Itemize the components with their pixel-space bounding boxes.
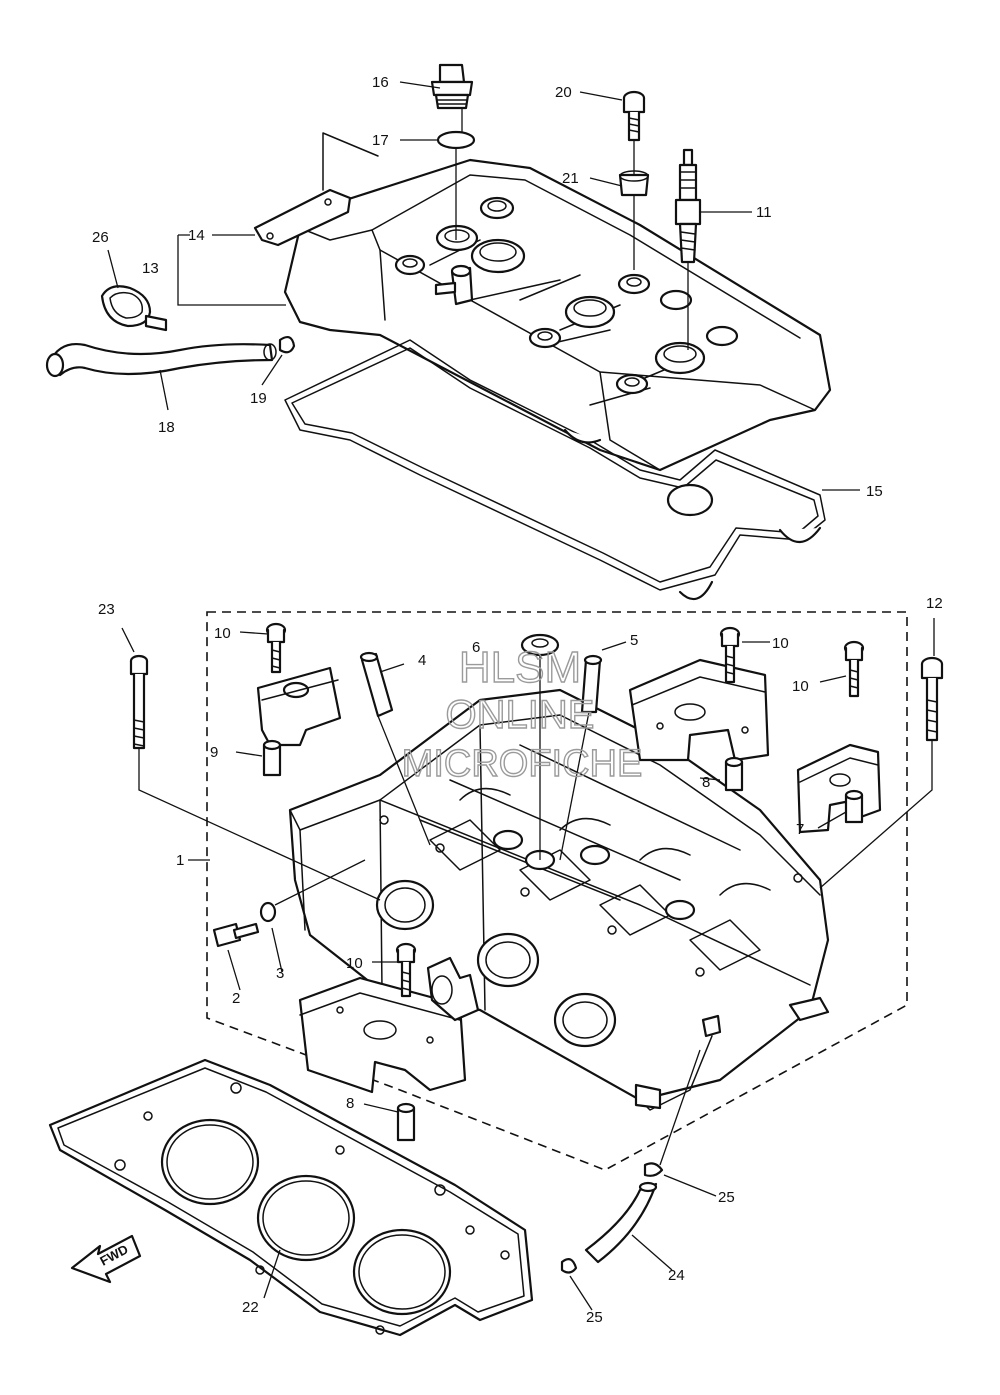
callout-26: 26	[92, 229, 109, 246]
grommet	[618, 170, 650, 270]
hose-clamp	[100, 285, 168, 332]
callout-20: 20	[555, 84, 572, 101]
bracket-plate	[253, 132, 379, 247]
callout-12: 12	[926, 595, 943, 612]
camshaft-cap-front-left	[256, 666, 342, 747]
cam-cap-bolts	[265, 622, 865, 998]
callout-14: 14	[188, 227, 205, 244]
spark-plug	[674, 148, 702, 350]
callout-9: 9	[210, 744, 218, 761]
callout-numbers: 16 17 20 21 11 26 14 13 19 18 15 23 12 1…	[92, 74, 943, 1326]
callout-10-d: 10	[346, 955, 363, 972]
callout-3: 3	[276, 965, 284, 982]
callout-17: 17	[372, 132, 389, 149]
callout-4: 4	[418, 652, 426, 669]
small-clip	[278, 336, 296, 354]
callout-1: 1	[176, 852, 184, 869]
small-bolt	[212, 922, 260, 948]
callout-5: 5	[630, 632, 638, 649]
callout-16: 16	[372, 74, 389, 91]
oil-filler-cap	[430, 63, 474, 110]
watermark-line-3: MICROFICHE	[402, 743, 643, 785]
cover-plug-holes	[394, 196, 739, 395]
callout-8-a: 8	[702, 774, 710, 791]
watermark-line-1: HLSM	[459, 643, 581, 692]
callout-19: 19	[250, 390, 267, 407]
callout-6: 6	[472, 639, 480, 656]
water-elbow	[426, 956, 480, 1022]
watermark-line-2: ONLINE	[446, 693, 595, 737]
seal-cap	[520, 633, 560, 860]
guide-pipes	[359, 651, 603, 861]
cover-gasket	[284, 339, 826, 601]
long-bolt-right	[819, 656, 944, 889]
callout-10-c: 10	[792, 678, 809, 695]
callout-13: 13	[142, 260, 159, 277]
callout-10-b: 10	[772, 635, 789, 652]
callout-leaders	[107, 81, 935, 1311]
small-hose	[560, 1049, 701, 1274]
callout-7: 7	[796, 821, 804, 838]
camshaft-cap-right	[796, 743, 882, 834]
dowel-pins	[262, 739, 864, 1142]
callout-23: 23	[98, 601, 115, 618]
cover-bolt	[622, 90, 646, 175]
callout-21: 21	[562, 170, 579, 187]
callout-25-b: 25	[586, 1309, 603, 1326]
callout-8-b: 8	[346, 1095, 354, 1112]
long-bolt-left	[129, 654, 381, 901]
washer	[259, 901, 277, 923]
fwd-direction-arrow: FWD	[70, 1234, 142, 1284]
callout-2: 2	[232, 990, 240, 1007]
callout-25-a: 25	[718, 1189, 735, 1206]
watermark: HLSM ONLINE MICROFICHE	[401, 642, 643, 785]
cylinder-head-gasket	[48, 1058, 534, 1337]
camshaft-cap-rear	[628, 658, 770, 762]
callout-18: 18	[158, 419, 175, 436]
callout-15: 15	[866, 483, 883, 500]
callout-10-a: 10	[214, 625, 231, 642]
assembly-outline	[206, 611, 908, 1171]
o-ring	[436, 130, 476, 150]
callout-24: 24	[668, 1267, 685, 1284]
breather-hose	[45, 343, 277, 378]
callout-22: 22	[242, 1299, 259, 1316]
callout-11: 11	[756, 204, 772, 221]
cylinder-head-cover	[283, 158, 832, 472]
